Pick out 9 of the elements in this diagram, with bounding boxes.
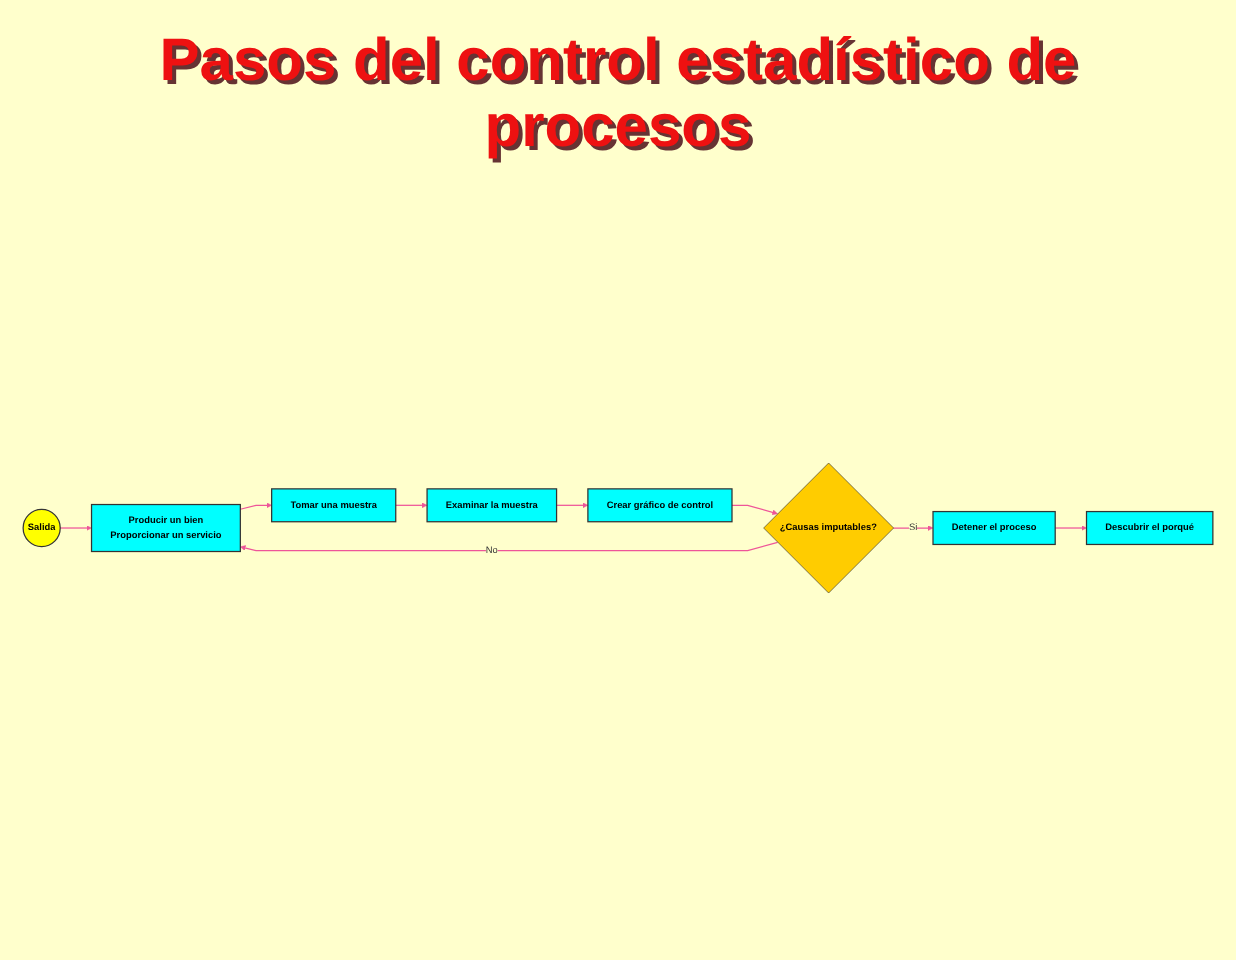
arrow xyxy=(555,502,589,509)
arrow xyxy=(59,525,92,531)
arrow xyxy=(240,541,779,552)
arrow xyxy=(395,502,428,509)
arrow xyxy=(1054,525,1087,531)
arrow xyxy=(239,502,272,510)
diagram-title: Pasos del control estadístico de procesos xyxy=(157,28,1079,160)
arrow xyxy=(731,504,778,515)
arrow xyxy=(892,525,934,531)
